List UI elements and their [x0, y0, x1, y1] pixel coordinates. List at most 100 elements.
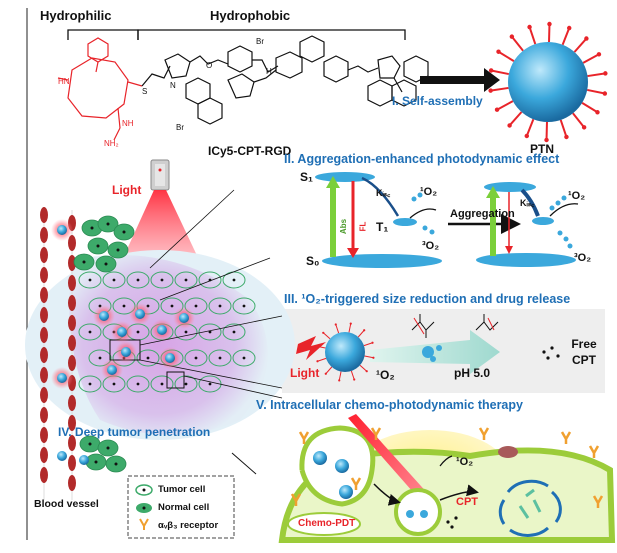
ptn-spike-tip	[338, 379, 341, 382]
nucleus-dot	[136, 278, 140, 282]
singlet-o2-label-2: ¹O₂	[568, 190, 586, 202]
ptn-spike-tip	[322, 331, 325, 334]
nucleus-dot	[88, 442, 92, 446]
nucleus-dot	[106, 222, 110, 226]
tumor-cell	[88, 349, 112, 367]
deep-penetration-label: IV. Deep tumor penetration	[58, 425, 211, 439]
ptn-spike	[496, 100, 514, 111]
tumor-cell	[198, 323, 222, 341]
red-blood-cell	[68, 275, 76, 291]
ptn-spike-tip	[595, 110, 600, 115]
ptn-spike	[363, 342, 373, 347]
t1-label: T₁	[376, 220, 389, 234]
fl-label: FL	[358, 221, 368, 232]
s0-level	[322, 254, 442, 268]
tumor-cell	[160, 297, 184, 315]
red-blood-cell	[40, 367, 48, 383]
hydrophobic-label: Hydrophobic	[210, 8, 291, 23]
nucleus-dot	[106, 446, 110, 450]
ptn-spike-tip	[372, 356, 375, 359]
atom-nh: NH	[122, 119, 134, 128]
red-blood-cell	[40, 207, 48, 223]
red-blood-cell	[68, 255, 76, 271]
panel-iii-title: III. ¹O₂-triggered size reduction and dr…	[284, 292, 571, 306]
tumor-cell	[184, 297, 208, 315]
nucleus-dot	[94, 460, 98, 464]
hydrophilic-bracket	[67, 29, 139, 40]
nanoparticle	[117, 327, 127, 337]
nanoparticle	[57, 373, 67, 383]
ptn-spike-tip	[365, 370, 368, 373]
tumor-tissue-illustration	[25, 159, 295, 500]
nucleus-dot	[90, 226, 94, 230]
nucleus-dot	[232, 278, 236, 282]
chemo-pdt-badge	[287, 512, 361, 536]
red-blood-cell	[40, 287, 48, 303]
endosome	[394, 488, 442, 536]
red-blood-cell	[68, 395, 76, 411]
ptn-spike	[357, 329, 365, 338]
ptn-spike-tip	[507, 123, 512, 128]
tumor-cell-swatch	[135, 484, 153, 496]
isc-arrow	[361, 176, 400, 217]
ptn-spike-tip	[509, 34, 515, 39]
atom-h: H	[266, 67, 272, 76]
nucleus-dot	[184, 278, 188, 282]
tumor-cell	[184, 349, 208, 367]
ptn-spike	[559, 119, 568, 138]
nucleus-dot	[170, 304, 174, 308]
singlet-o2-label-v: ¹O₂	[456, 456, 474, 468]
atom-br-2: Br	[176, 123, 184, 132]
nucleus-dot	[122, 304, 126, 308]
tumor-cell	[232, 297, 256, 315]
hydrophilic-label: Hydrophilic	[40, 8, 112, 23]
rgd-peptide-ring	[57, 37, 143, 141]
ptn-spike	[490, 69, 509, 76]
ptn-spike	[490, 86, 509, 92]
ptn-spike	[348, 323, 352, 333]
energy-transfer-arrow	[409, 208, 437, 219]
nanoparticle	[135, 309, 145, 319]
nanoparticle	[57, 225, 67, 235]
ptn-spike-tip	[602, 91, 608, 96]
ptn-spike	[338, 371, 342, 381]
ptn-spike-tip	[527, 24, 532, 30]
nucleus-dot	[184, 382, 188, 386]
atom-o: O	[206, 61, 212, 70]
release-arrow	[370, 330, 500, 374]
red-blood-cell	[40, 447, 48, 463]
free-cpt-label: Free CPT	[571, 337, 597, 367]
nucleus-dot	[88, 382, 92, 386]
nucleus-dot	[136, 330, 140, 334]
nucleus-dot	[136, 382, 140, 386]
abs-label: Abs	[339, 218, 349, 235]
nucleus-dot	[184, 330, 188, 334]
s0-label: S₀	[306, 254, 320, 268]
tumor-cell	[232, 349, 256, 367]
tumor-cell	[222, 323, 246, 341]
nucleus-dot	[232, 330, 236, 334]
nucleus-dot	[98, 356, 102, 360]
red-blood-cell	[68, 355, 76, 371]
legend-receptor: αᵥβ₃ receptor	[158, 520, 219, 531]
receptor-swatch	[139, 518, 149, 530]
ptn-spike-tip	[524, 133, 530, 139]
tumor-cell	[126, 375, 150, 393]
ptn-spike-tip	[566, 25, 572, 31]
nucleus-dot	[122, 230, 126, 234]
self-assembly-arrow	[420, 68, 500, 92]
red-blood-cell	[68, 435, 76, 451]
atom-s: S	[142, 87, 147, 96]
nucleus-dot	[218, 304, 222, 308]
lightning-icon	[296, 336, 326, 360]
ptn-spike-tip	[494, 107, 500, 112]
nucleus-dot	[112, 382, 116, 386]
red-blood-cell	[40, 227, 48, 243]
ptn-spike	[572, 112, 585, 128]
blood-vessel-label: Blood vessel	[34, 498, 99, 510]
nucleus-dot	[194, 356, 198, 360]
ptn-spike-tip	[544, 137, 549, 143]
t1-level	[393, 218, 417, 226]
nucleus-fragments	[498, 479, 562, 537]
